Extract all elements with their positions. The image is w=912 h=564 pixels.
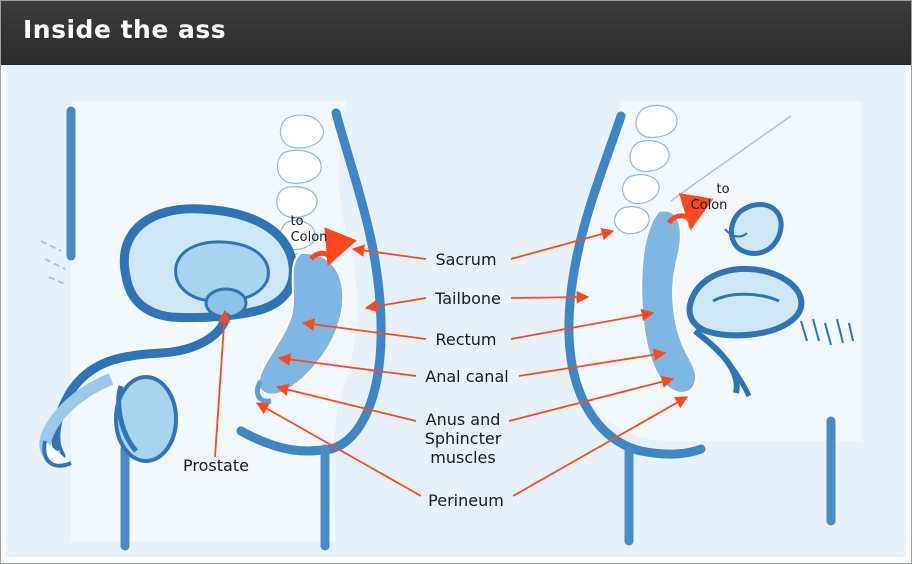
arrow-anus-left [275, 383, 417, 422]
arrow-perineum-right [512, 396, 689, 497]
arrow-tailbone-right [510, 290, 590, 304]
label-anus-line1: Anus and [426, 410, 501, 429]
arrow-sacrum-right [510, 227, 615, 260]
page-title: Inside the ass [23, 15, 227, 44]
label-anus-line3: muscles [430, 448, 495, 467]
arrow-perineum-left [255, 402, 422, 497]
arrow-rectum-right [510, 308, 655, 340]
arrow-rectum-left [301, 318, 427, 340]
label-prostate: Prostate [183, 456, 249, 475]
arrow-sacrum-left [351, 244, 427, 260]
arrow-tailbone-left [364, 297, 427, 313]
male-pelvis-illustration [39, 101, 386, 551]
label-arrows [214, 227, 689, 497]
arrow-prostate [214, 309, 231, 458]
label-anal-canal: Anal canal [425, 367, 508, 386]
arrow-anus-right [508, 375, 675, 422]
label-to-colon-left-1: to [290, 214, 303, 229]
female-pelvis-illustration [564, 101, 861, 546]
label-rectum: Rectum [435, 330, 496, 349]
arrow-anal-canal-right [518, 348, 667, 377]
arrow-anal-canal-left [277, 353, 417, 377]
label-to-colon-right-2: Colon [691, 198, 728, 213]
label-to-colon-right-1: to [716, 182, 729, 197]
header-bar: Inside the ass [1, 1, 911, 65]
label-sacrum: Sacrum [435, 250, 496, 269]
label-to-colon-left-2: Colon [291, 230, 328, 245]
sacrum-bones-right [614, 104, 678, 235]
label-anus-line2: Sphincter [425, 429, 502, 448]
label-perineum: Perineum [428, 491, 504, 510]
label-tailbone: Tailbone [434, 289, 501, 308]
